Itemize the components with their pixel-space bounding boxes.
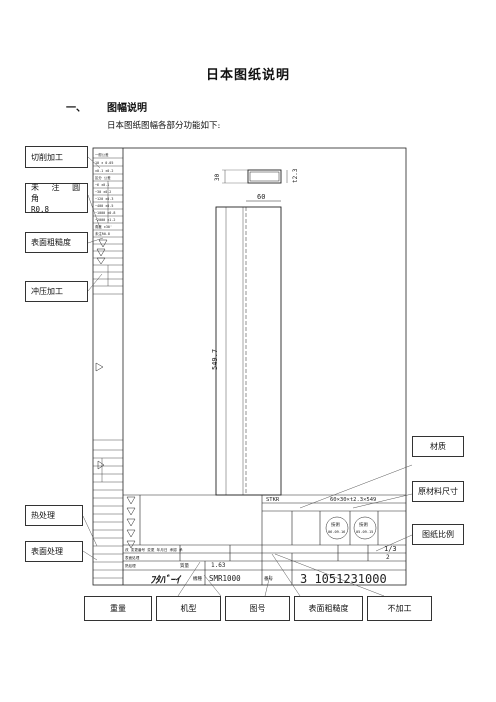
drawing-frame xyxy=(92,147,407,586)
svg-text:~6 ±0.1: ~6 ±0.1 xyxy=(95,183,109,187)
intro-text: 日本图纸图幅各部分功能如下: xyxy=(107,121,221,131)
svg-text:一般公差: 一般公差 xyxy=(95,152,109,157)
svg-text:±0.1 ±0.2: ±0.1 ±0.2 xyxy=(95,169,113,173)
dim-length: 549.7 xyxy=(211,349,219,370)
svg-text:角度 ±30': 角度 ±30' xyxy=(95,224,112,229)
svg-text:~2000 ±1.2: ~2000 ±1.2 xyxy=(95,218,115,222)
stamp-left-date: 06.09.16 xyxy=(328,530,345,534)
callout-scale: 图纸比例 xyxy=(412,524,464,545)
callout-raw-size: 原材料尺寸 xyxy=(412,481,464,502)
model-label: 機種 xyxy=(193,575,202,582)
callout-cutting: 切削加工 xyxy=(25,146,88,168)
tube-outline xyxy=(215,206,282,496)
left-table-lines xyxy=(93,157,123,579)
svg-text:~400 ±0.5: ~400 ±0.5 xyxy=(95,204,113,208)
svg-text:~120 ±0.3: ~120 ±0.3 xyxy=(95,197,113,201)
revision-note: 改 変更番号 変更 年月日 承認 承 xyxy=(125,547,183,552)
callout-material: 材质 xyxy=(412,436,464,457)
heat-label: 熱処理 xyxy=(125,563,136,568)
section-outline xyxy=(247,169,282,184)
model-value: SMR1000 xyxy=(209,574,241,583)
svg-text:~30 ±0.2: ~30 ±0.2 xyxy=(95,190,111,194)
stamp-left: 技術 xyxy=(331,521,340,528)
stamp-right: 技術 xyxy=(359,521,368,528)
weight-label: 質量 xyxy=(180,562,189,569)
company-name: ﾌﾀﾊﾞｰｲ xyxy=(150,574,182,586)
material-value: STKR xyxy=(266,497,280,503)
section-number: 一、 xyxy=(66,103,86,114)
svg-text:区分 公差: 区分 公差 xyxy=(95,175,111,180)
callout-fillet: 未 注 圆 角 R0.8 xyxy=(25,182,88,214)
dim-height: 30 xyxy=(214,173,221,181)
callout-weight: 重量 xyxy=(84,596,152,621)
sheet-value: 2 xyxy=(386,554,390,561)
scale-value: 1/3 xyxy=(384,545,397,553)
svg-text:未注R0.8: 未注R0.8 xyxy=(95,231,110,236)
callout-surface: 表面处理 xyxy=(25,541,83,562)
svg-text:~1000 ±0.8: ~1000 ±0.8 xyxy=(95,211,115,215)
callout-fillet-line2: R0.8 xyxy=(31,204,50,214)
callout-heat: 热处理 xyxy=(25,505,83,526)
left-table-text: 一般公差 10 ± 0.05 ±0.1 ±0.2 区分 公差 ~6 ±0.1 ~… xyxy=(95,152,115,236)
callout-roughness-bottom: 表面粗糙度 xyxy=(294,596,363,621)
callout-stamping: 冲压加工 xyxy=(25,281,88,302)
callout-roughness-left: 表面粗糙度 xyxy=(25,232,88,253)
callout-no-machining: 不加工 xyxy=(367,596,432,621)
page-title: 日本图纸说明 xyxy=(205,68,290,83)
stamp-right-date: 05.09.15 xyxy=(356,530,373,534)
finish-label: 表面処理 xyxy=(125,555,140,560)
drawing-no-value: 3 1051231000 xyxy=(300,572,387,586)
callout-drawing-no: 图号 xyxy=(225,596,290,621)
callout-model: 机型 xyxy=(156,596,221,621)
weight-value: 1.63 xyxy=(211,562,226,569)
callout-fillet-line1: 未 注 圆 角 xyxy=(31,182,86,203)
svg-text:10 ± 0.05: 10 ± 0.05 xyxy=(95,161,113,165)
drawing-no-label: 番号 xyxy=(264,575,273,582)
leader-lines xyxy=(82,156,413,597)
dim-width: 60 xyxy=(257,193,265,201)
section-title: 图幅说明 xyxy=(107,103,147,114)
dim-thickness: t2.3 xyxy=(292,168,299,183)
raw-size-value: 60×30×t2.3×549 xyxy=(330,497,376,503)
